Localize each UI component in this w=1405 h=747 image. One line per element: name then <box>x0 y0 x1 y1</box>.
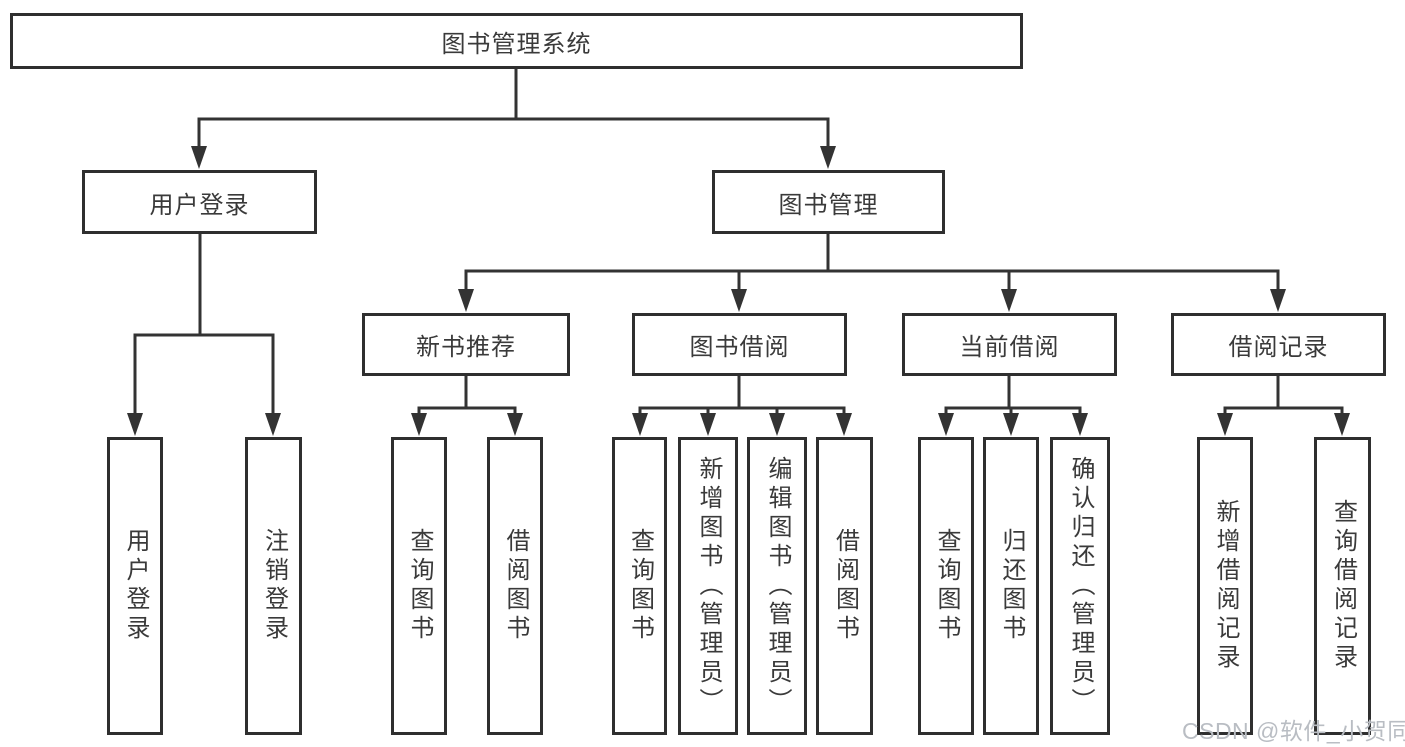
node-root-label: 图书管理系统 <box>441 30 592 58</box>
connector-bookborrow-rail <box>638 406 846 415</box>
leaf-add-book-admin-label: 新增图书（管理员） <box>695 455 722 717</box>
connector-level3-rail <box>464 269 1280 292</box>
leaf-add-borrow-record: 新增借阅记录 <box>1197 437 1253 735</box>
leaf-return-book: 归还图书 <box>983 437 1039 735</box>
node-book-borrow: 图书借阅 <box>632 313 847 376</box>
leaf-borrow-book-recommend: 借阅图书 <box>487 437 543 735</box>
node-book-management: 图书管理 <box>712 170 945 234</box>
leaf-add-book-admin: 新增图书（管理员） <box>678 437 738 735</box>
node-current-borrow: 当前借阅 <box>902 313 1117 376</box>
node-borrow-records: 借阅记录 <box>1171 313 1386 376</box>
node-root: 图书管理系统 <box>10 13 1023 69</box>
leaf-borrow-book-label: 借阅图书 <box>831 528 859 644</box>
leaf-user-login-label: 用户登录 <box>122 528 149 644</box>
connector-borrowrecords-rail <box>1223 406 1344 415</box>
leaf-query-book-borrow-label: 查询图书 <box>626 528 654 644</box>
leaf-logout-label: 注销登录 <box>260 528 288 644</box>
leaf-borrow-book: 借阅图书 <box>816 437 873 735</box>
leaf-user-login: 用户登录 <box>107 437 163 735</box>
connector-newbook-rail <box>417 406 517 415</box>
connector-currentborrow-rail <box>944 406 1082 415</box>
connector-userlogin-rail <box>133 333 275 415</box>
watermark: CSDN @软件_小贺同学 <box>1182 718 1405 744</box>
leaf-query-borrow-record: 查询借阅记录 <box>1314 437 1371 735</box>
connector-level2-rail <box>197 117 830 148</box>
connector-level3-stubs <box>737 271 1011 292</box>
leaf-borrow-book-recommend-label: 借阅图书 <box>502 528 529 644</box>
leaf-query-borrow-record-label: 查询借阅记录 <box>1329 499 1357 673</box>
node-user-login-label: 用户登录 <box>149 191 250 219</box>
leaf-add-borrow-record-label: 新增借阅记录 <box>1212 499 1239 673</box>
node-new-book-recommend-label: 新书推荐 <box>416 334 516 361</box>
leaf-query-book-current-label: 查询图书 <box>933 528 960 644</box>
leaf-query-book-recommend-label: 查询图书 <box>406 528 433 644</box>
leaf-confirm-return-admin-label: 确认归还（管理员） <box>1067 455 1094 717</box>
leaf-query-book-recommend: 查询图书 <box>391 437 447 735</box>
node-borrow-records-label: 借阅记录 <box>1228 334 1329 361</box>
node-current-borrow-label: 当前借阅 <box>959 334 1060 361</box>
node-book-borrow-label: 图书借阅 <box>689 334 790 361</box>
leaf-query-book-borrow: 查询图书 <box>612 437 667 735</box>
leaf-edit-book-admin: 编辑图书（管理员） <box>747 437 807 735</box>
leaf-query-book-current: 查询图书 <box>918 437 974 735</box>
leaf-logout: 注销登录 <box>245 437 302 735</box>
node-book-management-label: 图书管理 <box>778 191 879 219</box>
leaf-return-book-label: 归还图书 <box>998 528 1025 644</box>
node-user-login: 用户登录 <box>82 170 317 234</box>
node-new-book-recommend: 新书推荐 <box>362 313 570 376</box>
leaf-edit-book-admin-label: 编辑图书（管理员） <box>764 455 791 717</box>
leaf-confirm-return-admin: 确认归还（管理员） <box>1050 437 1110 735</box>
